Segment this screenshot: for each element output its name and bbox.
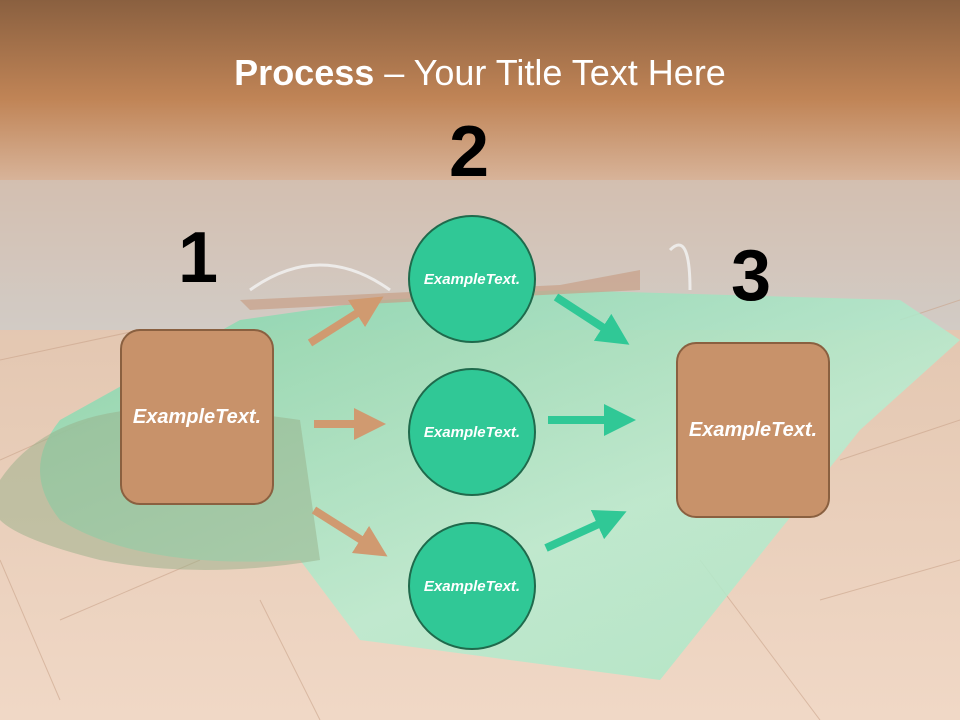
step-number-3: 3 (731, 236, 772, 316)
step-number-2: 2 (449, 112, 490, 192)
title-bold: Process (234, 52, 375, 93)
slide-title: Process – Your Title Text Here (0, 52, 960, 94)
arrow-from-bottom-circle (544, 510, 627, 552)
arrow-to-top-circle (307, 296, 384, 347)
arrow-from-top-circle (553, 293, 630, 345)
arrow-to-bottom-circle (311, 506, 388, 557)
title-rest: – Your Title Text Here (374, 52, 726, 93)
step-number-1: 1 (178, 218, 219, 298)
